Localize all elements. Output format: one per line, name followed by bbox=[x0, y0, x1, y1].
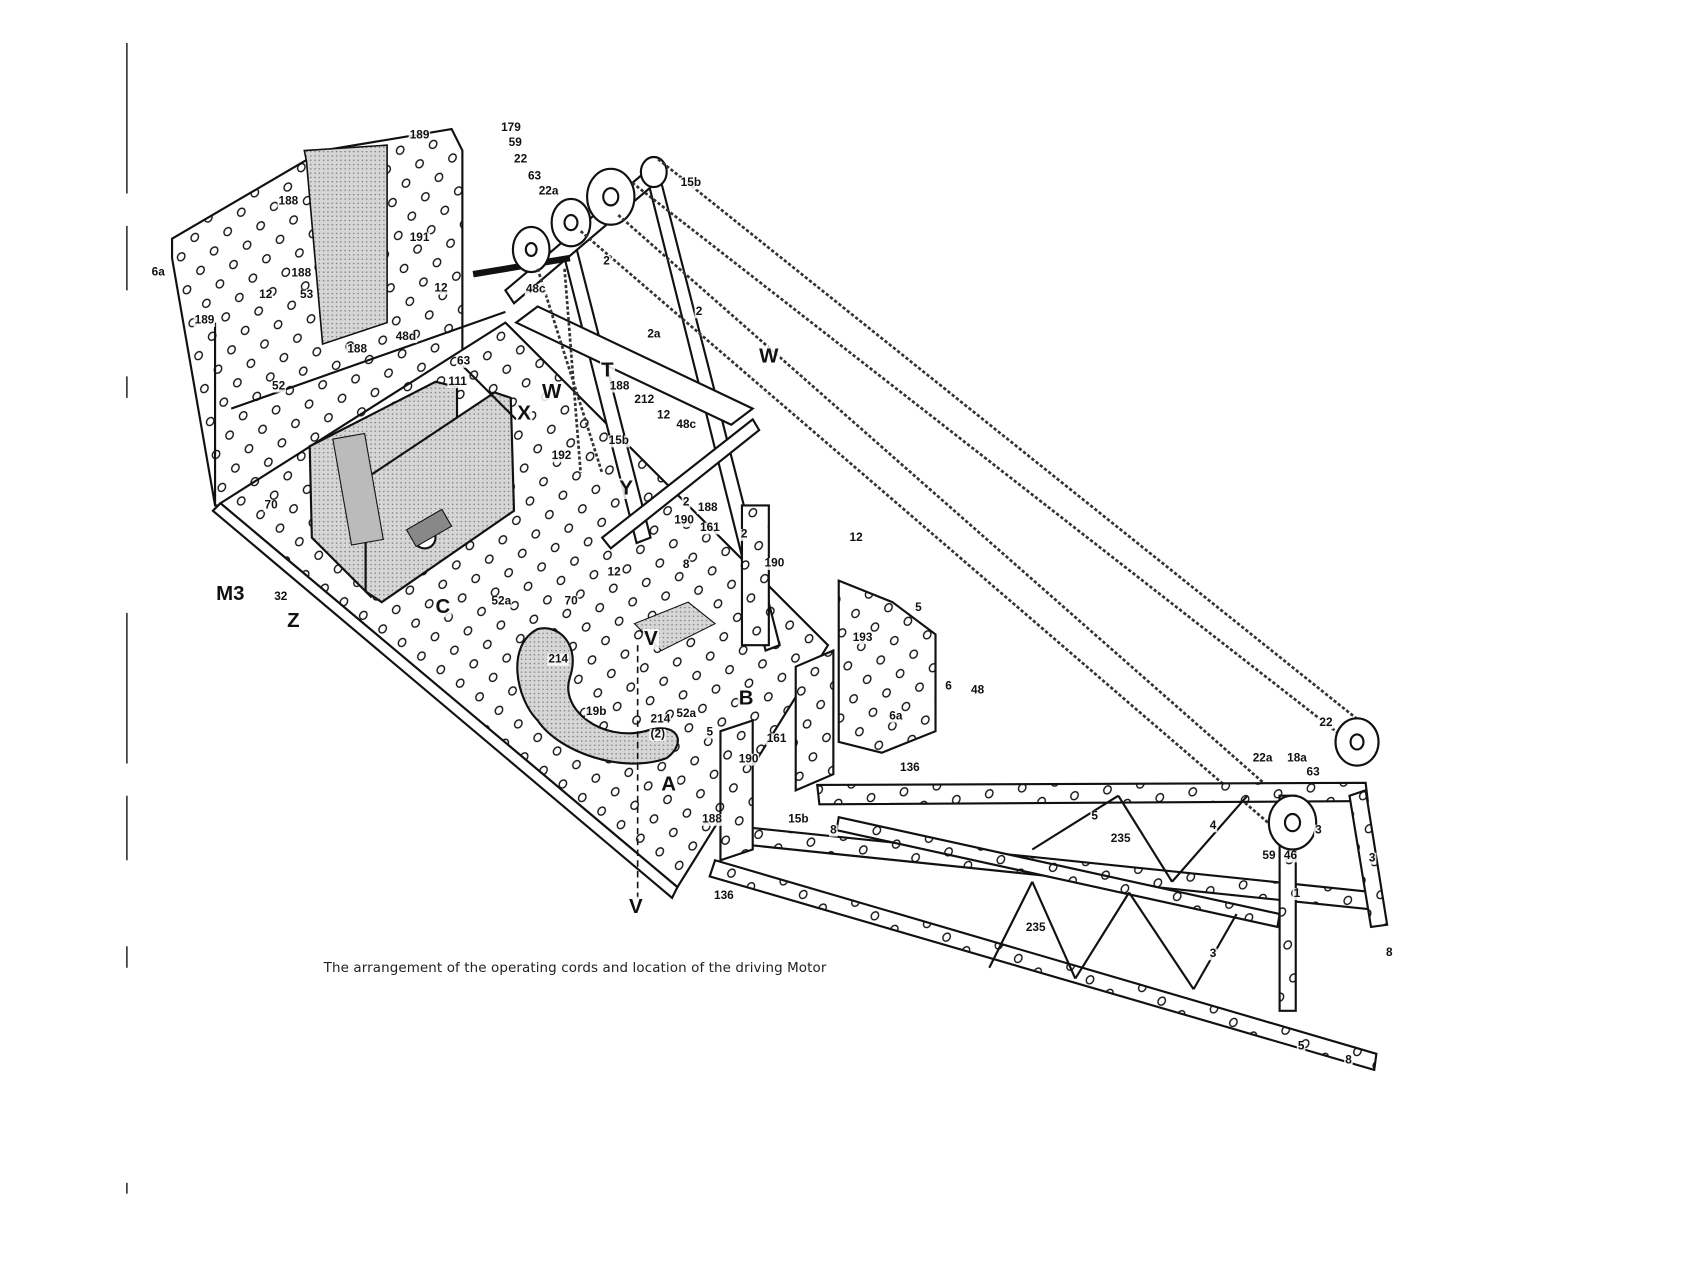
part-label: 18a bbox=[1286, 751, 1308, 765]
part-label: 189 bbox=[408, 129, 431, 142]
cord-label-y: Y bbox=[618, 477, 635, 501]
part-label: 8 bbox=[681, 558, 691, 571]
part-label: 12 bbox=[848, 531, 864, 545]
part-label: 8 bbox=[1384, 946, 1394, 960]
part-label: (2) bbox=[649, 727, 667, 741]
part-label: 48d bbox=[394, 330, 418, 344]
part-label: 188 bbox=[290, 266, 313, 280]
part-label: 19b bbox=[584, 705, 608, 719]
part-label: 48c bbox=[675, 418, 698, 432]
part-label: 179 bbox=[500, 121, 522, 135]
cord-label-t: T bbox=[600, 359, 615, 382]
label-b: B bbox=[737, 687, 755, 710]
motor-label-m3: M3 bbox=[215, 582, 246, 606]
part-label: 63 bbox=[455, 354, 472, 368]
part-label: 15b bbox=[679, 176, 703, 190]
cord-label-w: W bbox=[758, 345, 780, 368]
part-label: 136 bbox=[712, 889, 735, 903]
part-label: 188 bbox=[701, 812, 723, 826]
part-label: 136 bbox=[898, 761, 921, 775]
part-label: 12 bbox=[433, 281, 449, 295]
part-label: 193 bbox=[851, 631, 874, 645]
part-label: 3 bbox=[1314, 823, 1323, 837]
part-label: 191 bbox=[408, 231, 431, 245]
part-label: 52a bbox=[675, 707, 698, 721]
part-label: 8 bbox=[829, 823, 838, 837]
cord-label-x: X bbox=[516, 402, 532, 425]
part-label: 235 bbox=[1109, 832, 1132, 846]
part-label: 3 bbox=[1208, 947, 1218, 961]
part-label: 22 bbox=[1318, 716, 1334, 730]
part-label: 2 bbox=[739, 527, 749, 541]
part-label: 12 bbox=[258, 288, 274, 302]
part-label: 188 bbox=[696, 501, 719, 514]
part-label: 5 bbox=[705, 725, 715, 739]
part-label: 111 bbox=[447, 375, 468, 389]
part-label: 2 bbox=[681, 495, 691, 509]
part-label: 63 bbox=[526, 169, 543, 183]
part-label: 22a bbox=[537, 184, 560, 198]
jib-pulleys bbox=[1267, 717, 1380, 851]
part-label: 5 bbox=[1296, 1039, 1306, 1053]
part-label: 15b bbox=[787, 812, 810, 826]
part-label: 188 bbox=[346, 343, 369, 356]
part-label: 22 bbox=[512, 152, 529, 166]
part-label: 214 bbox=[649, 712, 672, 726]
motor-m3 bbox=[308, 380, 516, 604]
part-label: 12 bbox=[606, 565, 622, 579]
part-label: 212 bbox=[633, 393, 656, 407]
operating-cords bbox=[536, 158, 1367, 829]
part-label: 52 bbox=[270, 379, 287, 393]
part-label: 161 bbox=[765, 732, 788, 746]
jib bbox=[708, 579, 1389, 1072]
part-label: 52a bbox=[490, 594, 513, 608]
part-label: 192 bbox=[550, 449, 573, 463]
part-label: 12 bbox=[655, 408, 672, 422]
label-z: Z bbox=[286, 609, 301, 633]
part-label: 8 bbox=[1344, 1053, 1353, 1067]
part-label: 214 bbox=[547, 652, 570, 666]
part-label: 190 bbox=[763, 557, 786, 570]
figure-caption: The arrangement of the operating cords a… bbox=[323, 959, 827, 976]
part-label: 59 bbox=[507, 136, 523, 150]
part-label: 235 bbox=[1024, 921, 1047, 935]
part-label: 48 bbox=[969, 683, 986, 697]
part-label: 161 bbox=[698, 521, 721, 535]
part-label: 53 bbox=[298, 288, 315, 302]
part-label: 70 bbox=[263, 498, 279, 512]
label-c: C bbox=[434, 595, 452, 619]
cord-label-w: W bbox=[540, 380, 563, 404]
part-label: 48c bbox=[524, 282, 547, 296]
part-label: 190 bbox=[737, 752, 760, 766]
head-pulleys bbox=[511, 155, 668, 274]
part-label: 188 bbox=[608, 379, 631, 393]
part-label: 188 bbox=[277, 194, 300, 208]
part-label: 1 bbox=[1292, 887, 1302, 901]
part-label: 4 bbox=[1208, 819, 1218, 833]
part-label: 6 bbox=[944, 679, 953, 693]
part-label: 5 bbox=[914, 601, 923, 614]
part-label: 189 bbox=[193, 313, 216, 327]
label-a: A bbox=[660, 773, 678, 796]
part-label: 63 bbox=[1305, 765, 1321, 779]
axis-label-v-bottom: V bbox=[627, 895, 644, 919]
part-label: 190 bbox=[673, 513, 696, 527]
part-label: 3 bbox=[1367, 851, 1377, 865]
part-label: 6a bbox=[150, 265, 166, 279]
part-label: 6a bbox=[888, 709, 904, 723]
axis-label-v-top: V bbox=[643, 627, 659, 651]
part-label: 70 bbox=[563, 594, 579, 608]
part-label: 2a bbox=[646, 327, 662, 341]
part-label: 32 bbox=[273, 590, 289, 604]
part-label: 2 bbox=[602, 254, 611, 268]
part-label: 22a bbox=[1251, 751, 1274, 765]
part-label: 46 bbox=[1282, 849, 1299, 863]
part-label: 2 bbox=[694, 305, 704, 319]
part-label: 15b bbox=[607, 434, 631, 448]
part-label: 59 bbox=[1261, 849, 1277, 863]
part-label: 5 bbox=[1090, 809, 1100, 823]
